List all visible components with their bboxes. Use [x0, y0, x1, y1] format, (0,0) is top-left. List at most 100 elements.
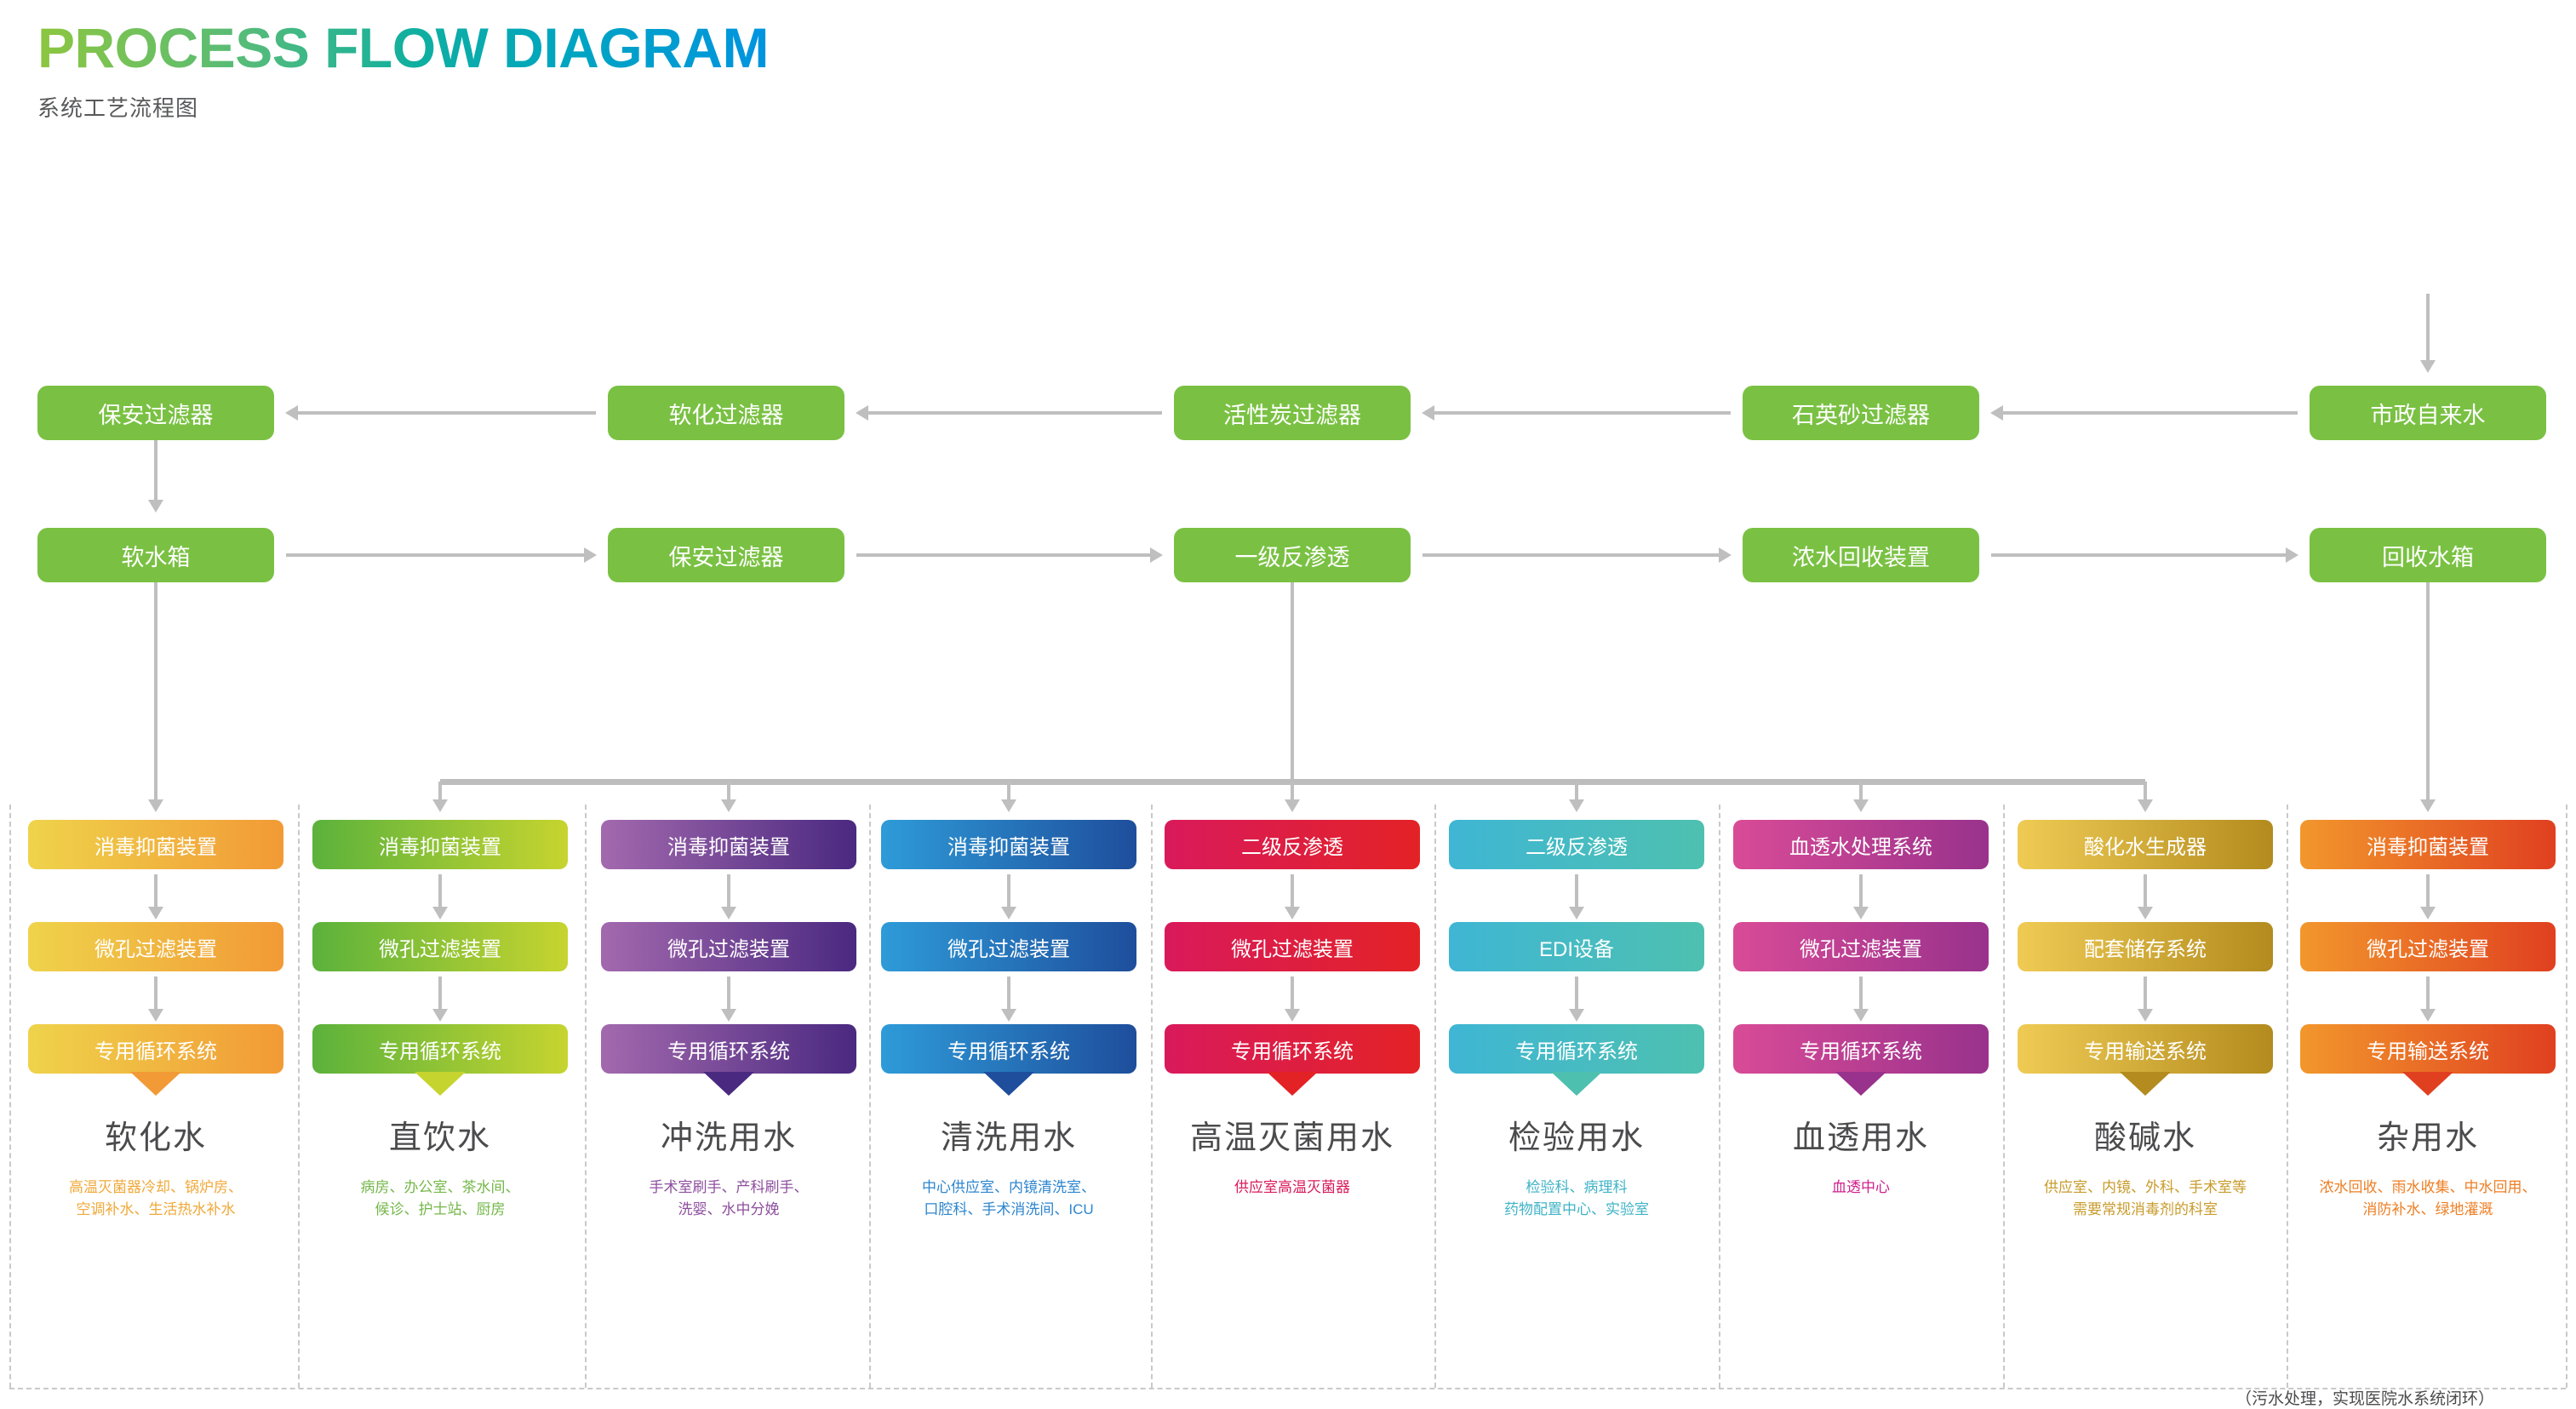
column-step-box-laboratory-water-2[interactable]: 专用循环系统	[1449, 1024, 1704, 1074]
column-step-box-hemodialysis-water-2[interactable]: 专用循环系统	[1733, 1024, 1989, 1074]
column-step-box-flushing-water-2[interactable]: 专用循环系统	[601, 1024, 856, 1074]
column-step-box-miscellaneous-water-0[interactable]: 消毒抑菌装置	[2300, 820, 2556, 869]
process-box-label: 市政自来水	[2370, 402, 2486, 428]
arrow-left-icon-row1-3	[1990, 405, 2003, 421]
column-step-arrow-hemodialysis-water-1	[1733, 971, 1989, 1024]
footnote: （污水处理，实现医院水系统闭环）	[2235, 1390, 2494, 1408]
column-separator-2	[585, 805, 587, 1388]
connector-ro1-to-bus	[1291, 582, 1294, 779]
column-step-box-high-temp-sterilization-water-1[interactable]: 微孔过滤装置	[1165, 922, 1420, 971]
columns-bottom-border	[9, 1388, 2566, 1389]
column-step-box-miscellaneous-water-1[interactable]: 微孔过滤装置	[2300, 922, 2556, 971]
column-step-box-acid-alkaline-water-1[interactable]: 配套储存系统	[2018, 922, 2273, 971]
column-step-box-softened-water-1[interactable]: 微孔过滤装置	[28, 922, 283, 971]
top-flow-row1-box-2[interactable]: 活性炭过滤器	[1174, 386, 1411, 440]
top-flow-row2-box-1[interactable]: 保安过滤器	[608, 528, 844, 582]
arrow-down-icon	[1853, 1009, 1869, 1022]
bus-drop-line-col4	[1007, 782, 1010, 802]
water-column-flushing-water: 消毒抑菌装置微孔过滤装置专用循环系统冲洗用水手术室刷手、产科刷手、洗婴、水中分娩	[601, 820, 856, 1222]
column-step-arrow-flushing-water-0	[601, 869, 856, 922]
water-type-usage-laboratory-water: 检验科、病理科药物配置中心、实验室	[1504, 1179, 1649, 1218]
flow-arrow-left-row1-0	[298, 411, 596, 415]
column-step-box-laboratory-water-1[interactable]: EDI设备	[1449, 922, 1704, 971]
water-type-title-miscellaneous-water: 杂用水	[2376, 1120, 2479, 1156]
top-flow-row1-box-1[interactable]: 软化过滤器	[608, 386, 844, 440]
water-type-title-flushing-water: 冲洗用水	[660, 1120, 797, 1156]
column-step-arrow-high-temp-sterilization-water-1	[1165, 971, 1420, 1024]
column-step-label: 微孔过滤装置	[2367, 937, 2489, 961]
column-step-label: 专用循环系统	[947, 1040, 1070, 1063]
flow-arrow-right-row2-1	[856, 553, 1150, 557]
column-separator-3	[869, 805, 871, 1388]
water-column-direct-drinking-water: 消毒抑菌装置微孔过滤装置专用循环系统直饮水病房、办公室、茶水间、候诊、护士站、厨…	[312, 820, 568, 1222]
column-step-box-high-temp-sterilization-water-0[interactable]: 二级反渗透	[1165, 820, 1420, 869]
column-step-label: 微孔过滤装置	[1231, 937, 1354, 961]
water-column-cleaning-water: 消毒抑菌装置微孔过滤装置专用循环系统清洗用水中心供应室、内镜清洗室、口腔科、手术…	[881, 820, 1136, 1222]
top-flow-row2-box-2[interactable]: 一级反渗透	[1174, 528, 1411, 582]
arrow-down-icon	[1285, 907, 1300, 919]
process-box-label: 软水箱	[121, 544, 191, 570]
municipal-water-inlet-line	[2426, 294, 2430, 362]
column-step-box-direct-drinking-water-0[interactable]: 消毒抑菌装置	[312, 820, 568, 869]
arrow-down-icon	[721, 907, 736, 919]
column-step-box-acid-alkaline-water-0[interactable]: 酸化水生成器	[2018, 820, 2273, 869]
column-step-box-flushing-water-0[interactable]: 消毒抑菌装置	[601, 820, 856, 869]
arrow-shaft	[1859, 874, 1863, 908]
water-type-title-hemodialysis-water: 血透用水	[1792, 1120, 1929, 1156]
water-type-usage-hemodialysis-water: 血透中心	[1832, 1179, 1890, 1195]
arrow-down-icon	[148, 1009, 163, 1022]
column-step-box-cleaning-water-1[interactable]: 微孔过滤装置	[881, 922, 1136, 971]
column-step-box-miscellaneous-water-2[interactable]: 专用输送系统	[2300, 1024, 2556, 1074]
top-flow-row1-box-4[interactable]: 市政自来水	[2310, 386, 2546, 440]
water-column-laboratory-water: 二级反渗透 EDI设备专用循环系统检验用水检验科、病理科药物配置中心、实验室	[1449, 820, 1704, 1222]
column-step-label: 专用循环系统	[1515, 1040, 1638, 1063]
water-type-usage-direct-drinking-water: 病房、办公室、茶水间、候诊、护士站、厨房	[360, 1179, 520, 1218]
column-separator-4	[1151, 805, 1153, 1388]
top-flow-row1-box-0[interactable]: 保安过滤器	[37, 386, 274, 440]
top-flow-row2-box-0[interactable]: 软水箱	[37, 528, 274, 582]
top-flow-row2-box-3[interactable]: 浓水回收装置	[1743, 528, 1979, 582]
arrow-shaft	[1007, 874, 1010, 908]
water-type-title-high-temp-sterilization-water: 高温灭菌用水	[1189, 1120, 1394, 1156]
column-step-label: 专用循环系统	[1800, 1040, 1922, 1063]
arrow-down-icon	[1569, 1009, 1584, 1022]
process-box-label: 回收水箱	[2382, 544, 2474, 570]
column-step-arrow-softened-water-0	[28, 869, 283, 922]
connector-recovery-tank-to-col9	[2426, 582, 2430, 801]
arrow-down-icon	[2420, 1009, 2436, 1022]
column-step-box-flushing-water-1[interactable]: 微孔过滤装置	[601, 922, 856, 971]
water-column-hemodialysis-water: 血透水处理系统微孔过滤装置专用循环系统血透用水血透中心	[1733, 820, 1989, 1199]
column-step-box-softened-water-0[interactable]: 消毒抑菌装置	[28, 820, 283, 869]
arrow-down-icon	[432, 907, 448, 919]
column-separator-6	[1719, 805, 1720, 1388]
page-title: PROCESS FLOW DIAGRAM	[37, 16, 770, 79]
arrow-down-icon-col2-feed	[432, 799, 448, 812]
arrow-down-icon	[432, 1009, 448, 1022]
column-step-box-hemodialysis-water-0[interactable]: 血透水处理系统	[1733, 820, 1989, 869]
water-type-usage-flushing-water: 手术室刷手、产科刷手、洗婴、水中分娩	[649, 1179, 809, 1218]
column-step-box-hemodialysis-water-1[interactable]: 微孔过滤装置	[1733, 922, 1989, 971]
arrow-shaft	[1575, 977, 1578, 1011]
arrow-shaft	[727, 977, 730, 1011]
arrow-shaft	[1291, 977, 1294, 1011]
column-step-box-cleaning-water-0[interactable]: 消毒抑菌装置	[881, 820, 1136, 869]
column-step-box-acid-alkaline-water-2[interactable]: 专用输送系统	[2018, 1024, 2273, 1074]
top-flow-row1-box-3[interactable]: 石英砂过滤器	[1743, 386, 1979, 440]
water-type-title-laboratory-water: 检验用水	[1508, 1120, 1645, 1156]
column-step-box-cleaning-water-2[interactable]: 专用循环系统	[881, 1024, 1136, 1074]
column-step-box-laboratory-water-0[interactable]: 二级反渗透	[1449, 820, 1704, 869]
arrow-down-icon-col3-feed	[721, 799, 736, 812]
column-step-box-softened-water-2[interactable]: 专用循环系统	[28, 1024, 283, 1074]
arrow-right-icon-row2-1	[1150, 547, 1163, 563]
arrow-down-icon-col7-feed	[1853, 799, 1869, 812]
arrow-right-icon-row2-0	[584, 547, 597, 563]
arrow-shaft	[1575, 874, 1578, 908]
arrow-shaft	[154, 977, 157, 1011]
column-step-box-direct-drinking-water-2[interactable]: 专用循环系统	[312, 1024, 568, 1074]
column-step-label: 专用输送系统	[2367, 1040, 2489, 1063]
top-flow-row2-box-4[interactable]: 回收水箱	[2310, 528, 2546, 582]
column-step-box-high-temp-sterilization-water-2[interactable]: 专用循环系统	[1165, 1024, 1420, 1074]
column-step-box-direct-drinking-water-1[interactable]: 微孔过滤装置	[312, 922, 568, 971]
column-step-arrow-high-temp-sterilization-water-0	[1165, 869, 1420, 922]
arrow-shaft	[1859, 977, 1863, 1011]
